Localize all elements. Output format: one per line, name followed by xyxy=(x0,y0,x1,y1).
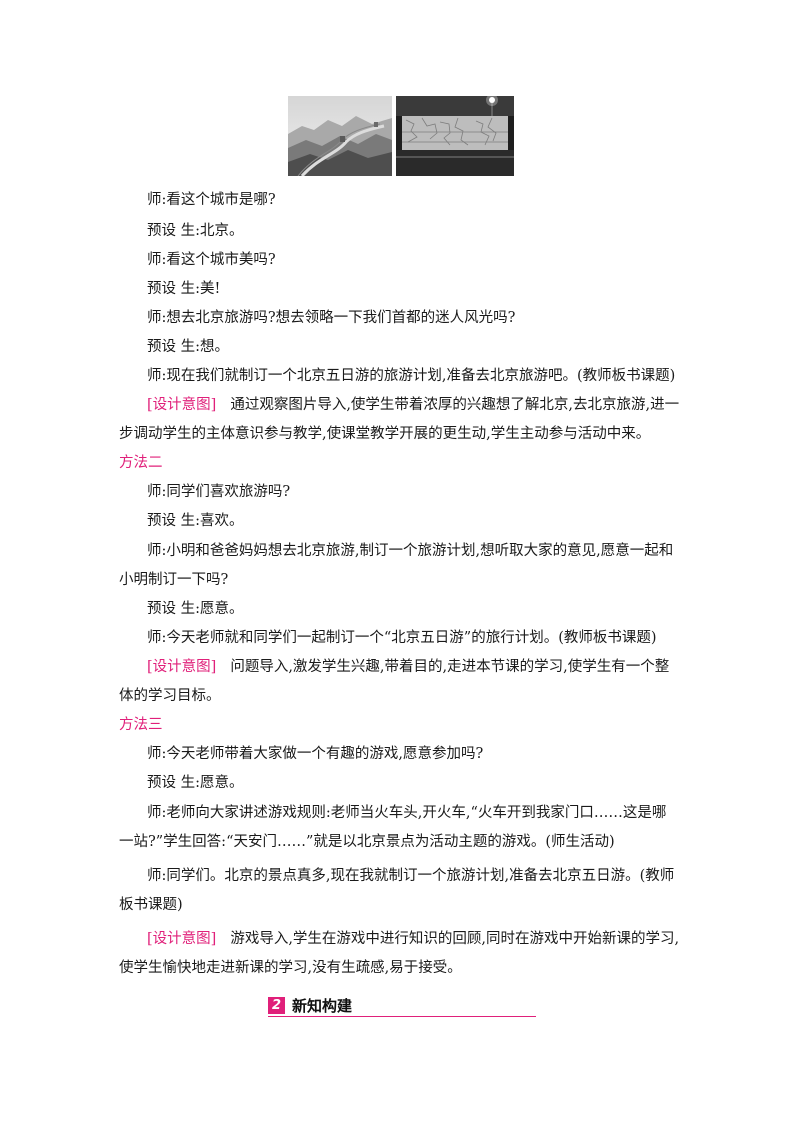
design-intent-tag: [设计意图] xyxy=(147,931,217,947)
photo-strip xyxy=(288,96,514,176)
text-span: 通过观察图片导入,使学生带着浓厚的兴趣想了解北京,去北京旅游,进一 xyxy=(230,397,680,413)
design-intent-line: [设计意图] 通过观察图片导入,使学生带着浓厚的兴趣想了解北京,去北京旅游,进一 xyxy=(147,395,679,415)
text-line: 师:同学们。北京的景点真多,现在我就制订一个旅游计划,准备去北京五日游。(教师 xyxy=(147,868,675,884)
text-span: 问题导入,激发学生兴趣,带着目的,走进本节课的学习,使学生有一个整 xyxy=(230,659,670,675)
text-line: 步调动学生的主体意识参与教学,使课堂教学开展的更生动,学生主动参与活动中来。 xyxy=(119,426,651,442)
text-line: 预设 生:喜欢。 xyxy=(147,513,244,529)
text-line: 预设 生:北京。 xyxy=(147,223,244,239)
text-line: 师:想去北京旅游吗?想去领略一下我们首都的迷人风光吗? xyxy=(147,310,516,326)
text-line: 师:看这个城市美吗? xyxy=(147,252,276,268)
text-span: 游戏导入,学生在游戏中进行知识的回顾,同时在游戏中开始新课的学习, xyxy=(230,931,680,947)
text-line: 师:老师向大家讲述游戏规则:老师当火车头,开火车,“火车开到我家门口……这是哪 xyxy=(147,805,667,821)
design-intent-tag: [设计意图] xyxy=(147,659,217,675)
design-intent-line: [设计意图] 游戏导入,学生在游戏中进行知识的回顾,同时在游戏中开始新课的学习, xyxy=(147,929,679,949)
text-line: 板书课题) xyxy=(119,897,183,913)
method-heading: 方法三 xyxy=(119,717,163,733)
text-line: 小明制订一下吗? xyxy=(119,572,229,588)
text-line: 师:今天老师带着大家做一个有趣的游戏,愿意参加吗? xyxy=(147,746,484,762)
method-heading: 方法二 xyxy=(119,455,163,471)
text-line: 预设 生:想。 xyxy=(147,339,229,355)
water-cube-photo xyxy=(396,96,514,176)
text-line: 师:现在我们就制订一个北京五日游的旅游计划,准备去北京旅游吧。(教师板书课题) xyxy=(147,368,676,384)
section-number-badge: 2 xyxy=(268,997,285,1014)
text-line: 使学生愉快地走进新课的学习,没有生疏感,易于接受。 xyxy=(119,960,462,976)
design-intent-tag: [设计意图] xyxy=(147,397,217,413)
text-line: 体的学习目标。 xyxy=(119,688,221,704)
text-line: 师:今天老师就和同学们一起制订一个“北京五日游”的旅行计划。(教师板书课题) xyxy=(147,630,657,646)
text-line: 预设 生:美! xyxy=(147,281,221,297)
text-line: 预设 生:愿意。 xyxy=(147,775,244,791)
text-line: 师:同学们喜欢旅游吗? xyxy=(147,484,291,500)
text-line: 师:看这个城市是哪? xyxy=(147,192,276,208)
great-wall-photo xyxy=(288,96,392,176)
section-title: 新知构建 xyxy=(292,997,353,1015)
text-line: 预设 生:愿意。 xyxy=(147,601,244,617)
text-line: 一站?”学生回答:“天安门……”就是以北京景点为活动主题的游戏。(师生活动) xyxy=(119,834,615,850)
section-header: 2 新知构建 xyxy=(268,996,536,1017)
design-intent-line: [设计意图] 问题导入,激发学生兴趣,带着目的,走进本节课的学习,使学生有一个整 xyxy=(147,657,669,677)
text-line: 师:小明和爸爸妈妈想去北京旅游,制订一个旅游计划,想听取大家的意见,愿意一起和 xyxy=(147,543,674,559)
